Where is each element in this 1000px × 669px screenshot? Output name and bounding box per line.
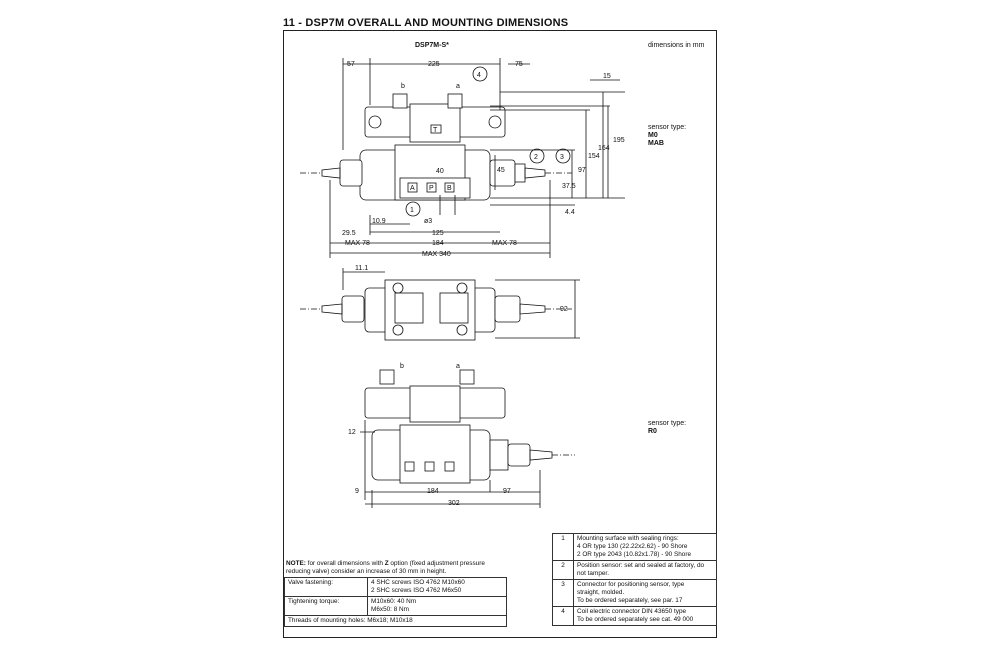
drawing-frame	[283, 30, 717, 638]
dim-37-5: 37.5	[562, 183, 576, 190]
table-row: Valve fastening: 4 SHC screws ISO 4762 M…	[284, 577, 507, 597]
dim-max78-b: MAX 78	[492, 240, 517, 247]
table-row: 3 Connector for positioning sensor, type…	[552, 579, 717, 607]
dim-10-9: 10.9	[372, 218, 386, 225]
fastening-table: Valve fastening: 4 SHC screws ISO 4762 M…	[284, 577, 507, 627]
threads-row: Threads of mounting holes: M6x18; M10x18	[284, 615, 507, 627]
dim-57: 57	[347, 61, 355, 68]
legend-line: straight, molded.	[577, 589, 625, 596]
torque-line: M6x50: 8 Nm	[371, 606, 410, 613]
fastening-line: 2 SHC screws ISO 4762 M6x50	[371, 587, 462, 594]
dim-184: 184	[432, 240, 444, 247]
sensor-type-label-2: sensor type:	[648, 420, 687, 427]
legend-num: 4	[552, 606, 574, 626]
dim-125: 125	[432, 230, 444, 237]
legend-num: 3	[552, 579, 574, 607]
units-note: dimensions in mm	[648, 42, 705, 49]
note-text-2: option (fixed adjustment pressure reduci…	[286, 560, 485, 575]
port-a-label: A	[410, 185, 415, 192]
solenoid-a-label: a	[456, 83, 460, 90]
legend-num: 1	[552, 533, 574, 561]
legend-num: 2	[552, 560, 574, 580]
legend-text: Coil electric connector DIN 43650 type T…	[573, 606, 717, 626]
torque-value: M10x60: 40 Nm M6x50: 8 Nm	[367, 596, 507, 616]
callout-1: 1	[410, 207, 414, 214]
dim-15: 15	[603, 73, 611, 80]
dim-9: 9	[355, 488, 359, 495]
dim-max78-a: MAX 78	[345, 240, 370, 247]
solenoid-b-label: b	[401, 83, 405, 90]
solenoid-a-label-2: a	[456, 363, 460, 370]
port-b-label: B	[447, 185, 452, 192]
dim-29-5: 29.5	[342, 230, 356, 237]
dim-12: 12	[348, 429, 356, 436]
dim-4-4: 4.4	[565, 209, 575, 216]
legend-line: Connector for positioning sensor, type	[577, 581, 685, 588]
legend-text: Position sensor: set and sealed at facto…	[573, 560, 717, 580]
sensor-type-m0: M0	[648, 132, 658, 139]
dim-195: 195	[613, 137, 625, 144]
table-row: 2 Position sensor: set and sealed at fac…	[552, 560, 717, 580]
legend-line: not tamper.	[577, 570, 609, 577]
note-text: NOTE: for overall dimensions with Z opti…	[286, 560, 506, 576]
torque-line: M10x60: 40 Nm	[371, 598, 417, 605]
dim-max340: MAX 340	[422, 251, 451, 258]
dim-11-1: 11.1	[355, 265, 368, 272]
table-row: Tightening torque: M10x60: 40 Nm M6x50: …	[284, 596, 507, 616]
fastening-key: Valve fastening:	[284, 577, 368, 597]
legend-text: Connector for positioning sensor, type s…	[573, 579, 717, 607]
dim-184-b: 184	[427, 488, 439, 495]
port-t-label: T	[433, 127, 438, 134]
page-title: 11 - DSP7M OVERALL AND MOUNTING DIMENSIO…	[283, 17, 569, 29]
callout-4: 4	[477, 72, 481, 79]
legend-table: 1 Mounting surface with sealing rings: 4…	[552, 533, 717, 626]
legend-line: 4 OR type 130 (22.22x2.62) - 90 Shore	[577, 543, 688, 550]
port-p-label: P	[429, 185, 434, 192]
legend-line: Coil electric connector DIN 43650 type	[577, 608, 687, 615]
fastening-line: 4 SHC screws ISO 4762 M10x60	[371, 579, 465, 586]
dim-45: 45	[497, 167, 505, 174]
solenoid-b-label-2: b	[400, 363, 404, 370]
dim-97-b: 97	[503, 488, 511, 495]
dim-75: 75	[515, 61, 523, 68]
dim-225: 225	[428, 61, 440, 68]
dim-40: 40	[436, 168, 444, 175]
legend-line: To be ordered separately, see par. 17	[577, 597, 683, 604]
legend-line: Mounting surface with sealing rings:	[577, 535, 679, 542]
dim-302: 302	[448, 500, 460, 507]
table-row: 1 Mounting surface with sealing rings: 4…	[552, 533, 717, 561]
dim-154: 154	[588, 153, 600, 160]
dim-164: 164	[598, 145, 610, 152]
dim-d3: ø3	[424, 218, 432, 225]
note-prefix: NOTE:	[286, 560, 306, 567]
table-row: Threads of mounting holes: M6x18; M10x18	[284, 615, 507, 627]
sensor-type-mab: MAB	[648, 140, 664, 147]
note-z: Z	[384, 560, 389, 567]
sensor-type-label: sensor type:	[648, 124, 687, 131]
fastening-value: 4 SHC screws ISO 4762 M10x60 2 SHC screw…	[367, 577, 507, 597]
dim-92: 92	[560, 306, 568, 313]
legend-line: Position sensor: set and sealed at facto…	[577, 562, 705, 569]
note-text-1: for overall dimensions with	[305, 560, 385, 567]
torque-key: Tightening torque:	[284, 596, 368, 616]
callout-3: 3	[560, 154, 564, 161]
legend-line: To be ordered separately see cat. 49 000	[577, 616, 694, 623]
legend-text: Mounting surface with sealing rings: 4 O…	[573, 533, 717, 561]
callout-2: 2	[534, 154, 538, 161]
dim-97: 97	[578, 167, 586, 174]
model-label: DSP7M-S*	[415, 42, 449, 49]
legend-line: 2 OR type 2043 (10.82x1.78) - 90 Shore	[577, 551, 692, 558]
sensor-type-r0: R0	[648, 428, 657, 435]
table-row: 4 Coil electric connector DIN 43650 type…	[552, 606, 717, 626]
